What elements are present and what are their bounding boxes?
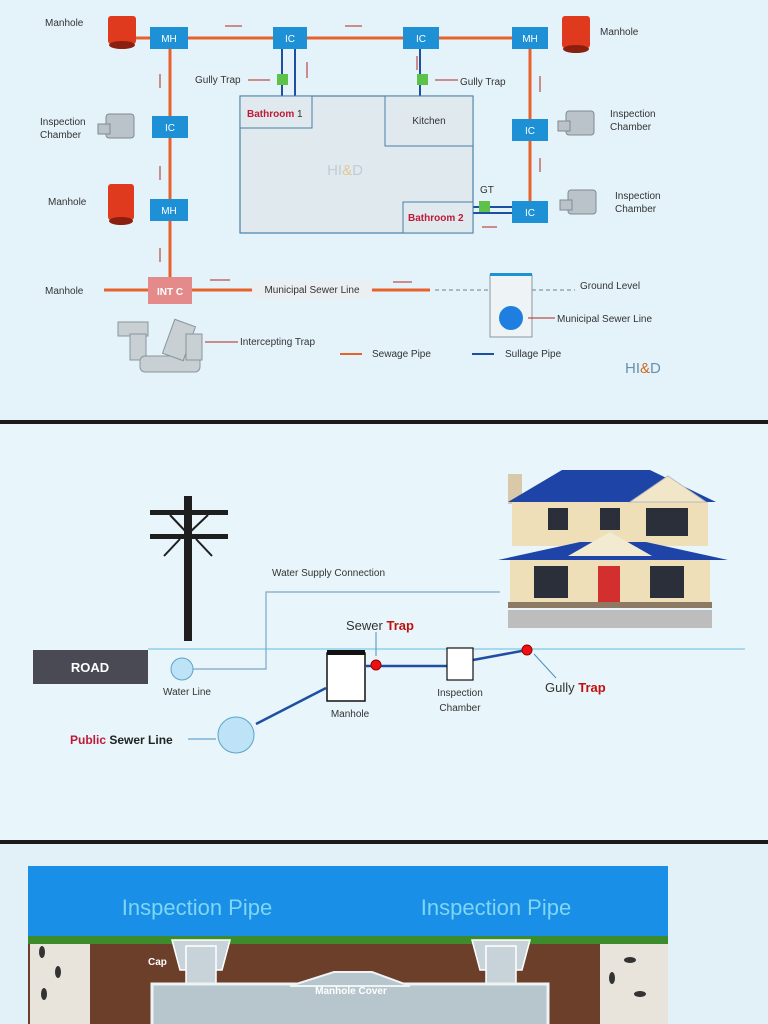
gully-trap-1 bbox=[277, 74, 288, 85]
svg-text:IC: IC bbox=[165, 123, 175, 134]
label-municipal-sewer-line-right: Municipal Sewer Line bbox=[557, 314, 652, 325]
intercepting-trap-icon bbox=[117, 318, 203, 373]
svg-text:INT C: INT C bbox=[157, 287, 183, 298]
water-supply-line bbox=[193, 591, 500, 670]
rock-wall-left bbox=[30, 944, 90, 1024]
rock-marks bbox=[39, 946, 646, 1000]
label-gt: GT bbox=[480, 185, 494, 196]
gully-trap-2 bbox=[417, 74, 428, 85]
road bbox=[33, 650, 148, 684]
ic-box-left: IC bbox=[152, 116, 188, 138]
legend-sullage-pipe: Sullage Pipe bbox=[505, 349, 562, 360]
house-plan: Bathroom 1 Kitchen Bathroom 2 HI&D bbox=[239, 95, 474, 234]
house-drainage-panel: ROAD Water Supply Connection Water Line … bbox=[0, 424, 768, 840]
house-icon bbox=[498, 470, 728, 628]
mh-box-top-left: MH bbox=[150, 27, 188, 49]
svg-text:IC: IC bbox=[416, 34, 426, 45]
label-manhole-bottom-left: Manhole bbox=[45, 286, 84, 297]
room-bathroom-2: Bathroom 2 bbox=[408, 213, 464, 224]
mh-box-top-right: MH bbox=[512, 27, 548, 49]
label-chamber: Chamber bbox=[439, 703, 481, 714]
room-bathroom-1: Bathroom 1 bbox=[247, 109, 303, 120]
public-sewer-connection bbox=[255, 686, 327, 726]
rock-wall-right bbox=[600, 944, 668, 1024]
label-inspection-right-1: Inspection bbox=[610, 109, 656, 120]
label-manhole-mid-left: Manhole bbox=[48, 197, 87, 208]
grass bbox=[28, 936, 668, 944]
utility-pole-icon bbox=[150, 496, 228, 641]
label-gully-trap-1: Gully Trap bbox=[195, 75, 241, 86]
inspection-chamber-icon-left bbox=[97, 113, 135, 139]
ic-box-top-1: IC bbox=[273, 27, 307, 49]
label-water-supply-connection: Water Supply Connection bbox=[272, 568, 385, 579]
manhole-box bbox=[326, 652, 366, 702]
manhole-icons bbox=[108, 16, 590, 225]
label-inspection-left: Inspection bbox=[40, 117, 86, 128]
drainage-layout-panel: Bathroom 1 Kitchen Bathroom 2 HI&D MH MH… bbox=[0, 0, 768, 420]
municipal-sewer-pipe-circle bbox=[499, 306, 523, 330]
sky bbox=[28, 866, 668, 946]
label-inspection: Inspection bbox=[437, 688, 483, 699]
gully-trap-gt bbox=[479, 201, 490, 212]
ic-box-right-2: IC bbox=[512, 201, 548, 223]
svg-text:MH: MH bbox=[522, 34, 538, 45]
ic-box-right-1: IC bbox=[512, 119, 548, 141]
manhole-icon-top-right bbox=[562, 16, 590, 53]
room-kitchen: Kitchen bbox=[412, 116, 445, 127]
manhole-icon-mid-left bbox=[108, 184, 134, 225]
gully-trap-dot bbox=[521, 644, 533, 656]
label-ground-level: Ground Level bbox=[580, 281, 640, 292]
label-chamber-right-2: Chamber bbox=[615, 204, 657, 215]
municipal-sewer-line-label: Municipal Sewer Line bbox=[264, 285, 359, 296]
mh-box-mid-left: MH bbox=[150, 199, 188, 221]
label-water-line: Water Line bbox=[163, 687, 211, 698]
flow-arrows bbox=[159, 25, 555, 343]
sullage-pipes bbox=[281, 45, 512, 214]
label-chamber-left: Chamber bbox=[40, 130, 82, 141]
svg-text:IC: IC bbox=[525, 208, 535, 219]
label-intercepting-trap: Intercepting Trap bbox=[240, 337, 315, 348]
municipal-sewer-line-box bbox=[252, 281, 372, 298]
public-sewer-circle bbox=[217, 716, 255, 754]
svg-text:IC: IC bbox=[525, 126, 535, 137]
label-public-sewer-line: Public Sewer Line bbox=[70, 733, 173, 747]
inspection-chamber-icons bbox=[97, 110, 597, 215]
label-manhole-top-right: Manhole bbox=[600, 27, 639, 38]
hid-logo: HI&D bbox=[625, 360, 661, 377]
house-drainage-diagram: ROAD Water Supply Connection Water Line … bbox=[33, 470, 745, 754]
label-inspection-pipe-right: Inspection Pipe bbox=[421, 895, 571, 920]
drainage-layout-diagram: Bathroom 1 Kitchen Bathroom 2 HI&D MH MH… bbox=[40, 16, 661, 377]
inspection-chamber-icon-right-1 bbox=[557, 110, 595, 136]
legend: Sewage Pipe Sullage Pipe bbox=[340, 349, 562, 360]
sewer-trap-dot bbox=[370, 659, 382, 671]
manhole-section-diagram: Inspection Pipe Inspection Pipe Cap Manh… bbox=[28, 866, 668, 1024]
label-gully-trap-2: Gully Trap bbox=[460, 77, 506, 88]
label-manhole: Manhole bbox=[331, 709, 370, 720]
intc-box: INT C bbox=[148, 277, 192, 304]
svg-text:MH: MH bbox=[161, 34, 177, 45]
manhole-section-panel: Inspection Pipe Inspection Pipe Cap Manh… bbox=[0, 844, 768, 1024]
manhole-cover-shape bbox=[289, 971, 411, 987]
label-manhole-top-left: Manhole bbox=[45, 18, 84, 29]
inspection-chamber-icon-right-2 bbox=[559, 189, 597, 215]
legend-sewage-pipe: Sewage Pipe bbox=[372, 349, 431, 360]
label-gully-trap: Gully Trap bbox=[545, 680, 606, 695]
road-label: ROAD bbox=[71, 660, 109, 675]
label-cap: Cap bbox=[148, 957, 167, 968]
svg-text:MH: MH bbox=[161, 206, 177, 217]
label-chamber-right-1: Chamber bbox=[610, 122, 652, 133]
svg-text:IC: IC bbox=[285, 34, 295, 45]
water-line-circle bbox=[170, 657, 194, 681]
label-manhole-cover: Manhole Cover bbox=[315, 986, 387, 997]
label-inspection-pipe-left: Inspection Pipe bbox=[122, 895, 272, 920]
label-inspection-right-2: Inspection bbox=[615, 191, 661, 202]
inspection-chamber-box bbox=[446, 647, 474, 681]
label-sewer-trap: Sewer Trap bbox=[346, 618, 414, 633]
sewer-section bbox=[435, 273, 575, 338]
manhole-icon-top-left bbox=[108, 16, 136, 49]
ic-box-top-2: IC bbox=[403, 27, 439, 49]
hid-watermark: HI&D bbox=[327, 162, 363, 179]
